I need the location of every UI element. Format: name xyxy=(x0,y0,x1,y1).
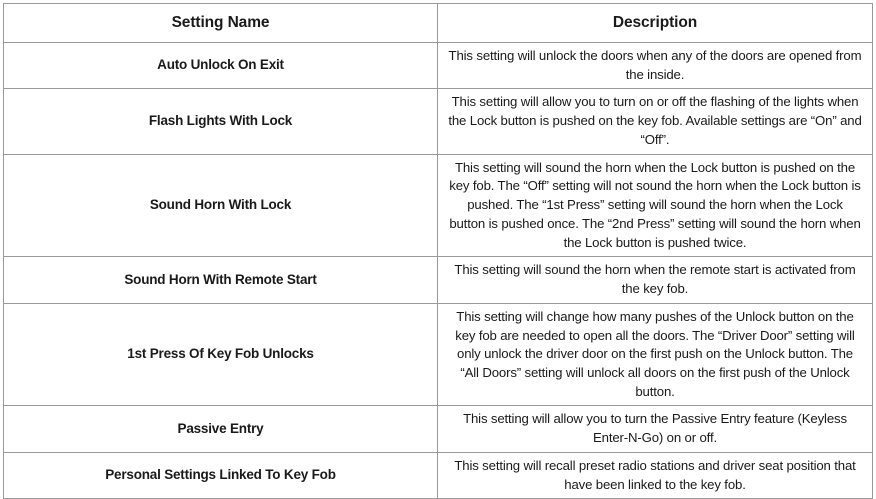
table-row: Sound Horn With Remote Start This settin… xyxy=(3,256,873,304)
table-row: 1st Press Of Key Fob Unlocks This settin… xyxy=(3,302,873,407)
setting-name-cell: Auto Unlock On Exit xyxy=(3,41,438,90)
setting-name-cell: Sound Horn With Lock xyxy=(3,153,438,258)
settings-table-container: Setting Name Description Auto Unlock On … xyxy=(3,3,873,499)
table-body: Auto Unlock On Exit This setting will un… xyxy=(3,41,873,499)
table-row: Flash Lights With Lock This setting will… xyxy=(3,88,873,155)
setting-name-cell: 1st Press Of Key Fob Unlocks xyxy=(3,302,438,407)
column-header-setting-name: Setting Name xyxy=(3,3,438,43)
column-header-description: Description xyxy=(437,3,873,43)
setting-description-cell: This setting will change how many pushes… xyxy=(437,302,873,407)
table-header: Setting Name Description xyxy=(3,3,873,43)
setting-description-cell: This setting will sound the horn when th… xyxy=(437,153,873,258)
setting-description-cell: This setting will sound the horn when th… xyxy=(437,256,873,304)
setting-description-cell: This setting will unlock the doors when … xyxy=(437,41,873,90)
setting-name-cell: Flash Lights With Lock xyxy=(3,88,438,155)
table-row: Passive Entry This setting will allow yo… xyxy=(3,405,873,453)
setting-description-cell: This setting will allow you to turn the … xyxy=(437,405,873,453)
vehicle-settings-table: Setting Name Description Auto Unlock On … xyxy=(3,3,873,499)
table-header-row: Setting Name Description xyxy=(3,3,873,43)
setting-name-cell: Personal Settings Linked To Key Fob xyxy=(3,451,438,499)
table-row: Sound Horn With Lock This setting will s… xyxy=(3,153,873,258)
setting-name-cell: Sound Horn With Remote Start xyxy=(3,256,438,304)
setting-name-cell: Passive Entry xyxy=(3,405,438,453)
table-row: Auto Unlock On Exit This setting will un… xyxy=(3,41,873,90)
table-row: Personal Settings Linked To Key Fob This… xyxy=(3,451,873,499)
setting-description-cell: This setting will allow you to turn on o… xyxy=(437,88,873,155)
setting-description-cell: This setting will recall preset radio st… xyxy=(437,451,873,499)
